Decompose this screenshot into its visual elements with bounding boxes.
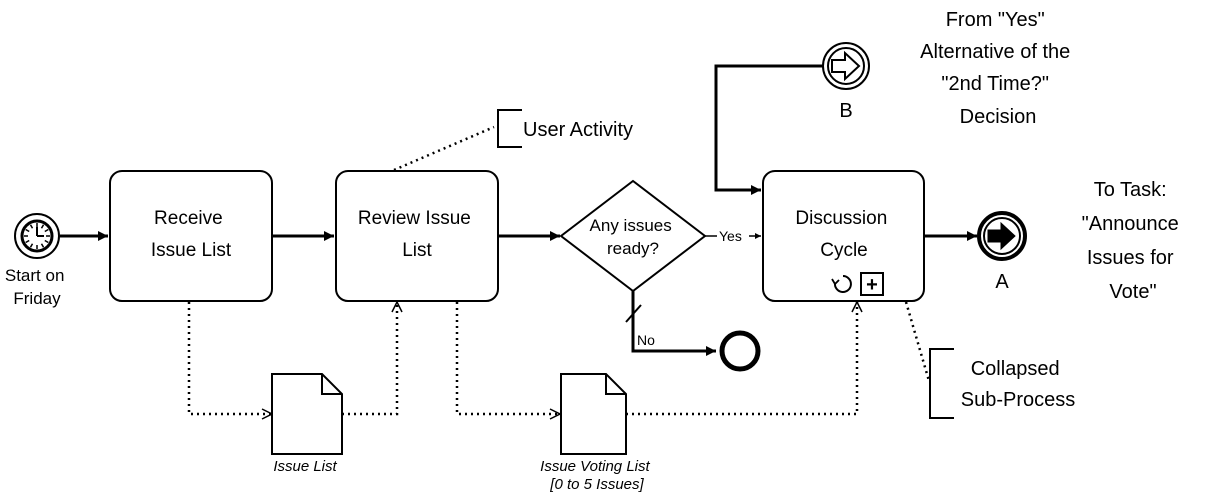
svg-text:User Activity: User Activity xyxy=(523,119,633,141)
svg-text:Review Issue List: Review Issue List xyxy=(358,208,476,261)
assoc-review-to-voting-list xyxy=(455,302,560,414)
link-event-b[interactable] xyxy=(822,42,870,90)
issue-list-label: Issue List xyxy=(273,458,337,475)
start-event-label: Start on Friday xyxy=(5,266,69,308)
no-label: No xyxy=(637,332,655,348)
arrow-filled-icon xyxy=(987,221,1016,251)
start-timer-event[interactable] xyxy=(14,213,60,259)
link-event-a[interactable] xyxy=(977,211,1027,261)
link-event-a-note: To Task: "Announce Issues for Vote" xyxy=(1082,179,1185,303)
assoc-receive-to-issue-list xyxy=(187,302,272,414)
yes-label-bg xyxy=(717,228,749,244)
default-flow-slash xyxy=(625,304,642,323)
link-event-b-note: From "Yes" Alternative of the "2nd Time?… xyxy=(920,9,1076,128)
link-event-a-letter: A xyxy=(995,271,1009,293)
svg-text:Any issues ready?: Any issues ready? xyxy=(590,216,677,258)
assoc-user-activity xyxy=(393,125,495,172)
task-receive-issue-list[interactable]: Receive Issue List xyxy=(109,170,273,302)
svg-text:Receive Issue List: Receive Issue List xyxy=(151,208,232,261)
subprocess-discussion-cycle[interactable]: Discussion Cycle + xyxy=(762,170,925,302)
assoc-issue-list-to-review xyxy=(342,302,397,416)
link-event-b-letter: B xyxy=(839,100,852,122)
svg-text:Collapsed Sub-Process: Collapsed Sub-Process xyxy=(961,358,1076,411)
data-object-issue-list[interactable] xyxy=(271,373,343,455)
collapse-marker-icon xyxy=(860,272,884,296)
assoc-collapsed-subprocess xyxy=(904,301,931,382)
arrow-outline-icon xyxy=(831,50,861,82)
gateway-any-issues-ready[interactable]: Any issues ready? xyxy=(559,179,707,293)
end-event[interactable] xyxy=(719,330,761,372)
yes-label: Yes xyxy=(719,228,742,244)
svg-text:Discussion Cycle: Discussion Cycle xyxy=(795,208,892,261)
flow-gateway-no xyxy=(631,291,716,356)
voting-list-label: Issue Voting List [0 to 5 Issues] xyxy=(540,458,654,493)
svg-text:+: + xyxy=(866,274,878,296)
annotation-collapsed-subprocess: Collapsed Sub-Process xyxy=(929,348,1076,419)
annotation-user-activity: User Activity xyxy=(497,109,633,148)
data-object-voting-list[interactable] xyxy=(560,373,627,455)
flow-link-b-to-discussion xyxy=(714,64,823,195)
task-review-issue-list[interactable]: Review Issue List xyxy=(335,170,499,302)
clock-icon xyxy=(24,223,50,249)
loop-marker-icon xyxy=(833,275,852,293)
